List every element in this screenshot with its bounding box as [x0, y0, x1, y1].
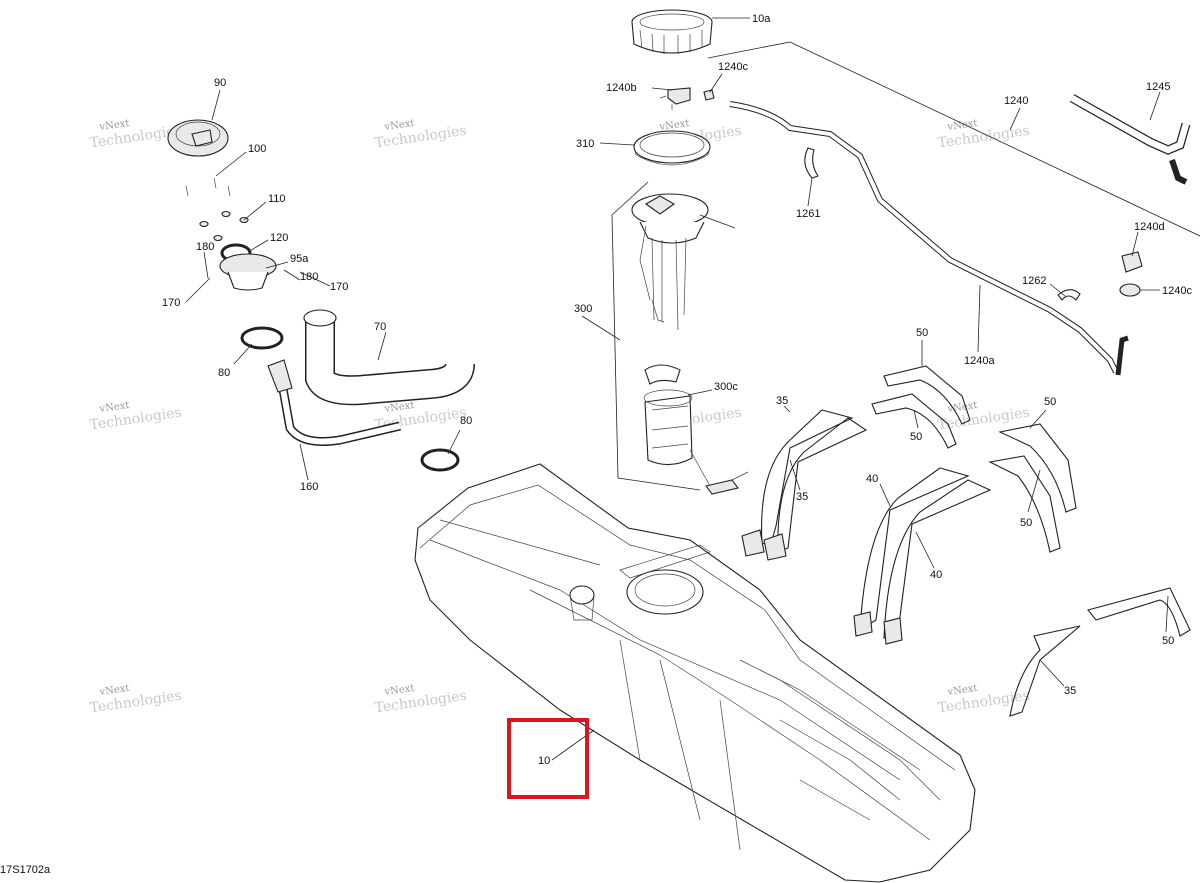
- callout-160[interactable]: 160: [300, 481, 318, 493]
- callout-35-bottom[interactable]: 35: [796, 491, 808, 503]
- callout-1240a[interactable]: 1240a: [964, 355, 995, 367]
- callout-35-lower[interactable]: 35: [1064, 685, 1076, 697]
- fitting-1240b[interactable]: [659, 87, 691, 110]
- callout-10a[interactable]: 10a: [752, 13, 771, 25]
- watermark: vNext Technologies: [89, 118, 183, 152]
- hose-1245[interactable]: [1069, 94, 1191, 185]
- watermark-line1: vNext: [383, 683, 415, 698]
- filler-neck-95a[interactable]: [219, 253, 277, 291]
- callout-70[interactable]: 70: [374, 321, 386, 333]
- watermark-line1: vNext: [383, 400, 415, 415]
- diagram-code: 17S1702a: [0, 864, 51, 876]
- callout-40-top[interactable]: 40: [866, 473, 878, 485]
- fuel-tank-10[interactable]: [414, 463, 976, 883]
- callout-1240[interactable]: 1240: [1004, 95, 1028, 107]
- callout-170-right[interactable]: 170: [330, 281, 348, 293]
- callout-300[interactable]: 300: [574, 303, 592, 315]
- callout-1262[interactable]: 1262: [1022, 275, 1046, 287]
- callout-1240d[interactable]: 1240d: [1134, 221, 1165, 233]
- clamp-80-right[interactable]: [420, 448, 460, 472]
- callout-1240c-right[interactable]: 1240c: [1162, 285, 1192, 297]
- vent-hose-160[interactable]: [267, 359, 402, 446]
- callout-50-right-bottom[interactable]: 50: [1020, 517, 1032, 529]
- callout-180-right[interactable]: 180: [300, 271, 318, 283]
- watermark: vNext Technologies: [89, 683, 183, 717]
- callout-50-lower[interactable]: 50: [1162, 635, 1174, 647]
- watermark-line1: vNext: [658, 118, 690, 133]
- strap-40-pair[interactable]: [853, 467, 992, 645]
- watermark: vNext Technologies: [937, 683, 1031, 717]
- callout-1240b[interactable]: 1240b: [606, 82, 637, 94]
- strap-35-pair[interactable]: [741, 409, 868, 561]
- watermark-line1: vNext: [98, 683, 130, 698]
- callout-1245[interactable]: 1245: [1146, 81, 1170, 93]
- strap-50-35-lower[interactable]: [1009, 587, 1191, 717]
- callout-180-left[interactable]: 180: [196, 241, 214, 253]
- clamp-80-left[interactable]: [240, 326, 284, 350]
- callout-50-mid[interactable]: 50: [910, 431, 922, 443]
- watermark: vNext Technologies: [374, 683, 468, 717]
- callout-50-top[interactable]: 50: [916, 327, 928, 339]
- leader-lines: [185, 17, 1200, 761]
- callout-170-left[interactable]: 170: [162, 297, 180, 309]
- watermark-line1: vNext: [98, 400, 130, 415]
- callout-40-bottom[interactable]: 40: [930, 569, 942, 581]
- watermark: vNext Technologies: [374, 118, 468, 152]
- screws-100[interactable]: [185, 177, 231, 197]
- callout-95a[interactable]: 95a: [290, 253, 309, 265]
- clamp-1261[interactable]: [804, 147, 819, 179]
- fuel-cap-90[interactable]: [167, 119, 229, 157]
- watermark-line1: vNext: [946, 400, 978, 415]
- lock-ring-10a[interactable]: [631, 9, 713, 54]
- callout-35-top[interactable]: 35: [776, 395, 788, 407]
- callout-50-right-top[interactable]: 50: [1044, 396, 1056, 408]
- bracket-300: [611, 181, 701, 491]
- callout-1240c-top[interactable]: 1240c: [718, 61, 748, 73]
- callout-80-left[interactable]: 80: [218, 367, 230, 379]
- callout-labels: 10a 1240c 1240b 1245 1240 310 1261 1240d…: [162, 13, 1192, 767]
- callout-310[interactable]: 310: [576, 138, 594, 150]
- vent-hose-1240a[interactable]: [729, 101, 1129, 376]
- callout-10[interactable]: 10: [538, 755, 550, 767]
- gasket-310[interactable]: [633, 130, 711, 166]
- watermark-line1: vNext: [383, 118, 415, 133]
- strap-50-right[interactable]: [988, 423, 1077, 553]
- cap-1240c-right[interactable]: [1119, 283, 1141, 297]
- fuel-pump-300[interactable]: [631, 193, 709, 331]
- callout-120[interactable]: 120: [270, 232, 288, 244]
- callout-80-right[interactable]: 80: [460, 415, 472, 427]
- filler-hose-70[interactable]: [303, 309, 475, 406]
- watermark-line1: vNext: [946, 683, 978, 698]
- callout-1261[interactable]: 1261: [796, 208, 820, 220]
- bracket-300-b: [699, 214, 736, 229]
- watermark: vNext Technologies: [89, 400, 183, 434]
- washers-110[interactable]: [199, 210, 249, 242]
- watermark-line1: vNext: [98, 118, 130, 133]
- strap-50-upper[interactable]: [871, 365, 971, 449]
- cap-1240c-top[interactable]: [703, 89, 715, 101]
- callout-90[interactable]: 90: [214, 77, 226, 89]
- callout-110[interactable]: 110: [268, 193, 286, 205]
- callout-100[interactable]: 100: [248, 143, 266, 155]
- highlight-box: [507, 718, 589, 799]
- fuel-pump-assembly-300c[interactable]: [643, 364, 749, 495]
- clamp-1262[interactable]: [1057, 289, 1081, 301]
- callout-300c[interactable]: 300c: [714, 381, 738, 393]
- watermark-line1: vNext: [946, 118, 978, 133]
